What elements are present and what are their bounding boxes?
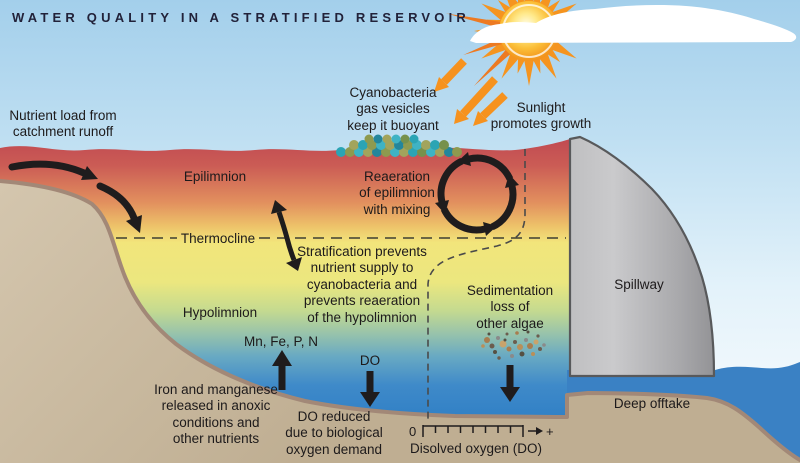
label-iron-manganese: Iron and manganese released in anoxic co… <box>154 382 278 447</box>
sediment-edge-line <box>0 179 800 462</box>
do-axis-label: Disolved oxygen (DO) <box>409 441 543 456</box>
label-hypolimnion: Hypolimnion <box>182 305 258 320</box>
do-axis-zero: 0 <box>409 424 417 439</box>
land-mass <box>0 181 800 463</box>
label-nutrient-load: Nutrient load from catchment runoff <box>9 108 117 140</box>
mixing-cycle-arrows <box>435 152 519 236</box>
label-do: DO <box>359 353 381 368</box>
label-thermocline: Thermocline <box>180 231 256 246</box>
sedimentation-arrow <box>500 365 520 402</box>
label-epilimnion: Epilimnion <box>183 169 247 184</box>
diagram-title: WATER QUALITY IN A STRATIFIED RESERVOIR <box>12 10 471 25</box>
algae-particles <box>481 330 546 360</box>
cyanobacteria-cells <box>336 134 462 157</box>
spillway-dam-shape <box>568 135 716 378</box>
label-deep-offtake: Deep offtake <box>613 396 691 411</box>
do-axis-plus: + <box>546 424 554 439</box>
label-sedimentation: Sedimentation loss of other algae <box>466 283 554 331</box>
label-sunlight: Sunlight promotes growth <box>490 100 592 132</box>
sunlight-arrows <box>434 58 508 126</box>
runoff-arrow <box>8 160 142 233</box>
do-axis-ruler <box>422 425 543 437</box>
nutrient-release-arrow <box>272 350 292 390</box>
do-reduction-arrow <box>360 371 380 407</box>
label-mn-fe-p-n: Mn, Fe, P, N <box>243 334 319 349</box>
label-stratification: Stratification prevents nutrient supply … <box>297 244 427 325</box>
label-cyanobacteria: Cyanobacteria gas vesicles keep it buoya… <box>347 85 439 133</box>
cloud <box>470 5 797 43</box>
stratification-exchange-arrow <box>271 200 302 271</box>
label-do-reduced: DO reduced due to biological oxygen dema… <box>285 409 383 457</box>
do-profile-curve <box>427 149 526 419</box>
label-reaeration: Reaeration of epilimnion with mixing <box>359 169 435 217</box>
label-spillway: Spillway <box>614 277 664 292</box>
